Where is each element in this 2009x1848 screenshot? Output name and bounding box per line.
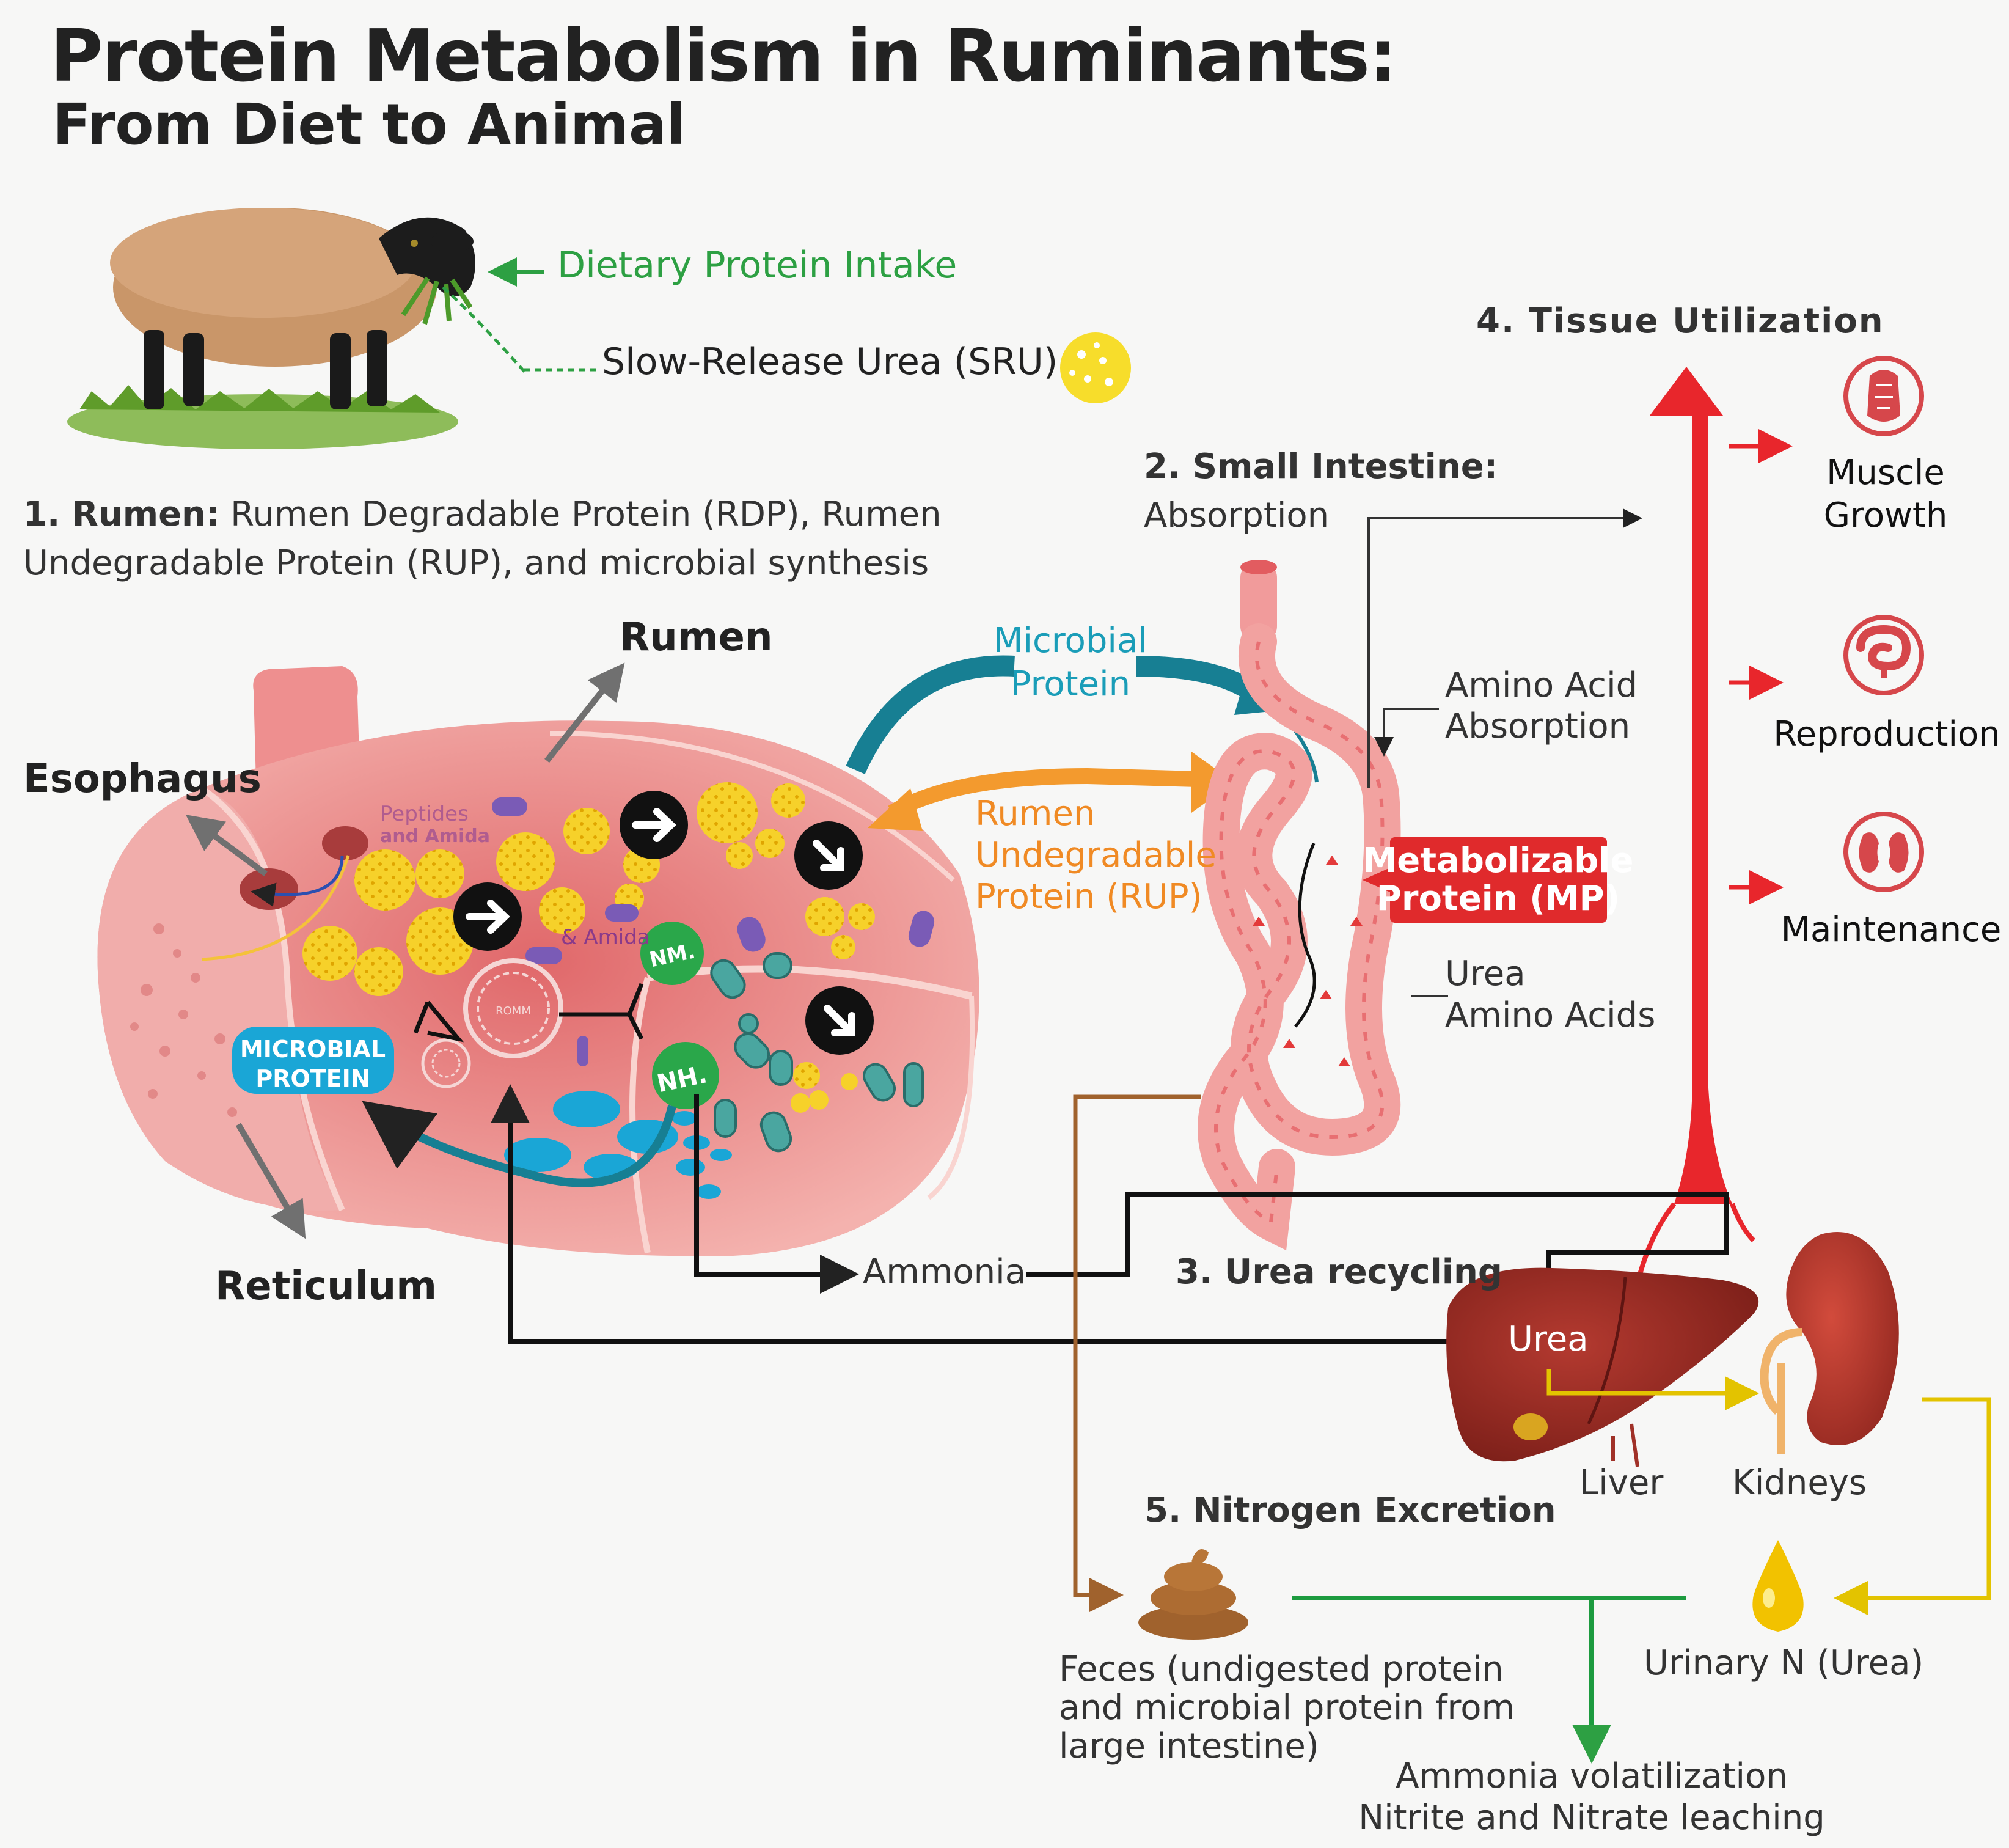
tissue-utilization-heading: 4. Tissue Utilization xyxy=(1476,301,1884,341)
microbial-protein-badge-line1: MICROBIAL xyxy=(240,1036,386,1063)
tissue-utilization-arrowhead xyxy=(1650,367,1723,416)
rup-label-3: Protein (RUP) xyxy=(975,877,1202,917)
urea-recycling-arrow xyxy=(491,1084,1497,1344)
microbial-protein-label-2: Protein xyxy=(1011,664,1130,704)
feces-label-3: large intestine) xyxy=(1059,1726,1319,1766)
rumen-section-line1: 1. Rumen: Rumen Degradable Protein (RDP)… xyxy=(23,494,942,535)
intestine-icon xyxy=(1843,615,1924,695)
peptides-label-2: and Amida xyxy=(380,826,490,847)
muscle-icon xyxy=(1843,356,1924,436)
amino-acid-absorption-label-1: Amino Acid xyxy=(1445,666,1638,705)
ammonia-flow-arrow xyxy=(694,1094,859,1294)
feces-label-2: and microbial protein from xyxy=(1059,1688,1515,1728)
sru-label: Slow-Release Urea (SRU) xyxy=(602,340,1058,383)
feed-particles xyxy=(302,782,875,1113)
mp-label-2: Protein (MP) xyxy=(1377,879,1620,919)
esophagus-pointer xyxy=(185,815,268,877)
reproduction-label: Reproduction xyxy=(1773,714,2000,754)
rup-label-1: Rumen xyxy=(975,794,1095,834)
page-subtitle: From Diet to Animal xyxy=(53,92,686,157)
rumen-label: Rumen xyxy=(620,615,773,660)
rumen-pointer xyxy=(544,662,625,763)
urinary-n-label: Urinary N (Urea) xyxy=(1644,1643,1923,1683)
microbial-protein-flow-arrow xyxy=(846,655,1015,774)
tissue-utilization-root xyxy=(1635,1202,1677,1284)
fermentation-arrow-icon xyxy=(620,791,688,859)
reticulum-label: Reticulum xyxy=(215,1264,437,1309)
kidney-to-urine-arrow xyxy=(1834,1397,1991,1615)
mp-label-1: Metabolizable xyxy=(1363,841,1634,881)
rumen-organ xyxy=(97,666,979,1256)
reticulum-pointer xyxy=(235,1123,306,1239)
rumen-section-line1-text: Rumen Degradable Protein (RDP), Rumen xyxy=(219,494,942,534)
microbial-protein-badge xyxy=(232,1027,394,1094)
feces-flow-arrow xyxy=(1073,1094,1201,1612)
urea-recycling-heading: 3. Urea recycling xyxy=(1176,1252,1502,1292)
sru-pellet-icon xyxy=(1060,332,1131,403)
microbial-protein-ring xyxy=(421,958,563,1088)
nh3-bubble xyxy=(640,922,704,985)
urea-si-label: Urea xyxy=(1445,954,1526,994)
liver-organ xyxy=(1446,1267,1759,1467)
small-intestine-heading: 2. Small Intestine: xyxy=(1144,447,1498,486)
muscle-growth-label-2: Growth xyxy=(1824,496,1948,535)
microbial-protein-badge-line2: PROTEIN xyxy=(255,1065,370,1092)
amino-acid-absorption-label-2: Absorption xyxy=(1445,706,1630,746)
muscle-growth-label-1: Muscle xyxy=(1826,453,1945,493)
absorption-pointer xyxy=(1367,508,1642,788)
nitrogen-excretion-heading: 5. Nitrogen Excretion xyxy=(1144,1491,1556,1530)
small-intestine-subheading: Absorption xyxy=(1144,496,1329,535)
fermentation-arrow-icon xyxy=(794,821,863,890)
microbe-cluster-teal xyxy=(710,952,924,1153)
dietary-protein-intake-label: Dietary Protein Intake xyxy=(557,244,957,287)
maintenance-label: Maintenance xyxy=(1781,910,2002,950)
ammonia-to-liver-arrow xyxy=(1026,1192,1729,1324)
urea-liver-label: Urea xyxy=(1508,1319,1589,1359)
urea-to-kidney-arrow xyxy=(1546,1369,1759,1410)
esophagus-label: Esophagus xyxy=(23,757,262,802)
tissue-utilization-arrow-shaft xyxy=(1674,416,1732,1204)
fermentation-arrow-icon xyxy=(805,986,874,1055)
mp-box-pointer xyxy=(1363,868,1390,892)
rumen-core-label: ROMM xyxy=(496,1005,531,1018)
rup-arrowhead-left xyxy=(868,788,923,831)
amida-label: & Amida xyxy=(561,925,650,950)
metabolizable-protein-box xyxy=(1390,837,1607,923)
kidney-organ xyxy=(1760,1232,1899,1454)
rup-label-2: Undegradable xyxy=(975,835,1217,875)
bacteria-cluster-blue xyxy=(504,1091,732,1199)
kidney-icon xyxy=(1843,812,1924,892)
fermentation-arrow-icon xyxy=(453,882,522,951)
microbe-cluster-purple xyxy=(492,798,935,1066)
sheep-illustration xyxy=(67,208,527,449)
feces-icon xyxy=(1138,1549,1248,1640)
nitrate-leaching-label: Nitrite and Nitrate leaching xyxy=(1358,1798,1825,1838)
feces-label-1: Feces (undigested protein xyxy=(1059,1649,1504,1689)
rumen-section-line2: Undegradable Protein (RUP), and microbia… xyxy=(23,543,929,583)
ammonia-label: Ammonia xyxy=(863,1252,1026,1292)
page-title: Protein Metabolism in Ruminants: xyxy=(50,13,1397,98)
amino-acids-si-label: Amino Acids xyxy=(1445,996,1655,1035)
small-intestine xyxy=(1198,560,1401,1251)
liver-label: Liver xyxy=(1579,1463,1664,1503)
amino-acid-absorption-pointer xyxy=(1374,708,1439,757)
ammonia-volatilization-label: Ammonia volatilization xyxy=(1396,1756,1788,1796)
rumen-section-heading: 1. Rumen: xyxy=(23,494,220,534)
urine-drop-icon xyxy=(1752,1540,1804,1632)
microbial-protein-label-1: Microbial xyxy=(994,621,1147,661)
nh3-bubble xyxy=(652,1042,719,1109)
kidneys-label: Kidneys xyxy=(1732,1463,1867,1503)
peptides-label: Peptides xyxy=(380,802,469,826)
tissue-utilization-root xyxy=(1730,1203,1755,1242)
